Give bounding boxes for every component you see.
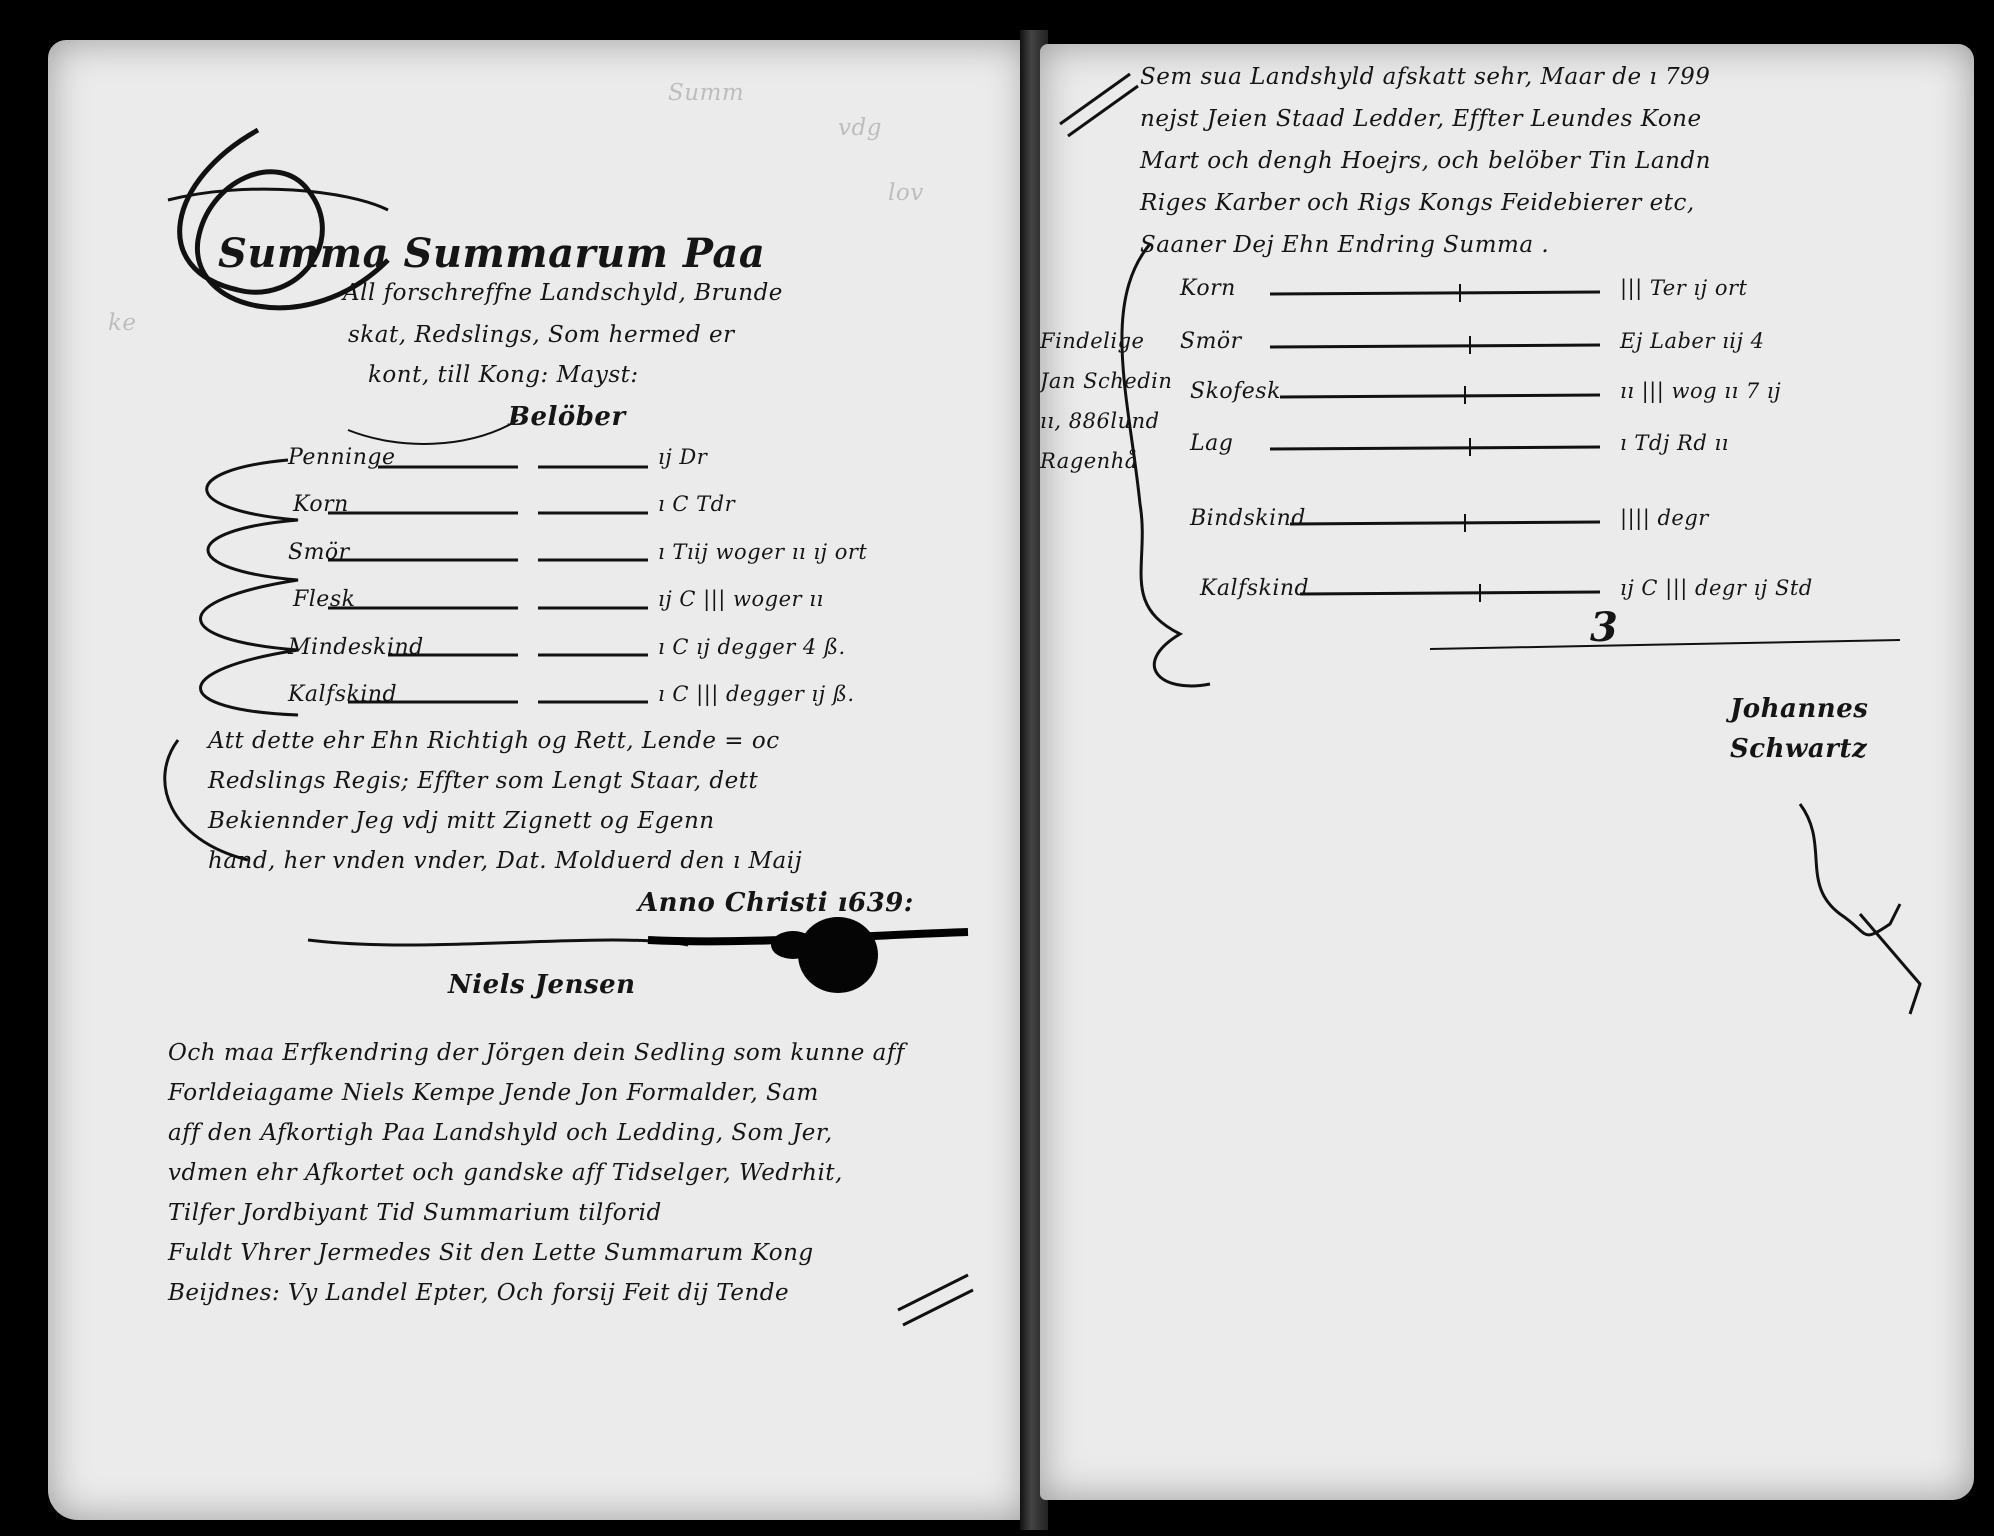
heading-title: Summa Summarum Paa: [218, 230, 766, 277]
left-page: Summ vdg lov ke Summa Summarum Paa All f…: [48, 40, 1028, 1520]
paragraph-line: Redslings Regis; Effter som Lengt Staar,…: [208, 768, 759, 794]
faded-note: ke: [108, 310, 137, 336]
paragraph-line: Att dette ehr Ehn Richtigh og Rett, Lend…: [208, 728, 780, 754]
item-name: Kalfskind: [1200, 576, 1310, 601]
lower-paragraph-line: aff den Afkortigh Paa Landshyld och Ledd…: [168, 1120, 833, 1146]
item-value: ||| Ter ıj ort: [1620, 276, 1748, 300]
lower-paragraph-line: Och maa Erfkendring der Jörgen dein Sedl…: [168, 1040, 905, 1066]
item-name: Smör: [288, 540, 350, 565]
paragraph-line: Bekiennder Jeg vdj mitt Zignett og Egenn: [208, 808, 715, 834]
item-name: Korn: [293, 492, 349, 517]
lower-paragraph-line: Tilfer Jordbiyant Tid Summarium tilforid: [168, 1200, 662, 1226]
item-name: Flesk: [293, 587, 356, 612]
lower-paragraph-line: Forldeiagame Niels Kempe Jende Jon Forma…: [168, 1080, 819, 1106]
margin-note-line: Jan Schedin: [1040, 369, 1173, 393]
intro-line: Saaner Dej Ehn Endring Summa .: [1140, 232, 1550, 258]
closing-mark: 3: [1590, 604, 1619, 651]
item-name: Kalfskind: [288, 682, 398, 707]
margin-note-line: ıı, 886lund: [1040, 409, 1160, 433]
lower-paragraph-line: vdmen ehr Afkortet och gandske aff Tidse…: [168, 1160, 843, 1186]
item-value: ı C Tdr: [658, 492, 736, 516]
item-name: Skofesk: [1190, 379, 1281, 404]
item-name: Lag: [1190, 431, 1234, 456]
margin-note-line: Findelige: [1040, 329, 1145, 353]
lower-paragraph-line: Fuldt Vhrer Jermedes Sit den Lette Summa…: [168, 1240, 814, 1266]
item-name: Korn: [1180, 276, 1236, 301]
item-value: ı C ||| degger ıj ß.: [658, 682, 855, 706]
subheading: Belöber: [508, 402, 626, 432]
item-value: ı Tıij woger ıı ıj ort: [658, 540, 868, 564]
lower-paragraph-line: Beijdnes: Vy Landel Epter, Och forsij Fe…: [168, 1280, 790, 1306]
right-page-ink: [1059, 72, 1922, 1015]
faded-note: lov: [888, 180, 924, 206]
item-value: Ej Laber ıij 4: [1620, 329, 1765, 353]
item-name: Smör: [1180, 329, 1242, 354]
intro-line: Sem sua Landshyld afskatt sehr, Maar de …: [1140, 64, 1711, 90]
right-page: Sem sua Landshyld afskatt sehr, Maar de …: [1040, 44, 1974, 1500]
left-page-ink: [163, 127, 974, 1327]
paragraph-line: hand, her vnden vnder, Dat. Molduerd den…: [208, 848, 803, 874]
signature-line: Schwartz: [1730, 734, 1868, 764]
intro-line: Riges Karber och Rigs Kongs Feidebierer …: [1140, 190, 1695, 216]
faded-note: Summ: [668, 80, 745, 106]
margin-note-line: Ragenhå: [1040, 449, 1138, 473]
item-value: ıı ||| wog ıı 7 ıj: [1620, 379, 1782, 403]
item-value: |||| degr: [1620, 506, 1709, 530]
signature: Niels Jensen: [448, 970, 636, 1000]
item-value: ı Tdj Rd ıı: [1620, 431, 1729, 455]
date-line: Anno Christi ı639:: [638, 888, 914, 918]
item-name: Mindeskind: [288, 635, 424, 660]
signature-line: Johannes: [1730, 694, 1869, 724]
item-value: ıj Dr: [658, 445, 708, 469]
item-value: ıj C ||| degr ıj Std: [1620, 576, 1813, 600]
item-name: Bindskind: [1190, 506, 1306, 531]
heading-line: skat, Redslings, Som hermed er: [348, 322, 735, 348]
heading-line: All forschreffne Landschyld, Brunde: [343, 280, 783, 306]
item-value: ıj C ||| woger ıı: [658, 587, 824, 611]
item-value: ı C ıj degger 4 ß.: [658, 635, 846, 659]
heading-line: kont, till Kong: Mayst:: [368, 362, 639, 388]
intro-line: Mart och dengh Hoejrs, och belöber Tin L…: [1140, 148, 1711, 174]
item-name: Penninge: [288, 445, 396, 470]
faded-note: vdg: [838, 115, 882, 141]
intro-line: nejst Jeien Staad Ledder, Effter Leundes…: [1140, 106, 1702, 132]
